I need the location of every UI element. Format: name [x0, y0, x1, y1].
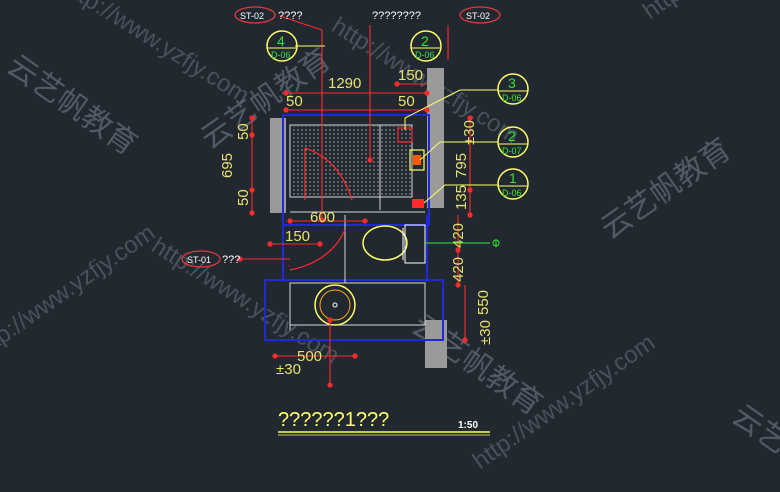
dim-135-text: 135: [453, 185, 470, 210]
tag-center-note[interactable]: ????????: [372, 10, 421, 22]
dim-pm30-left-text: ±30: [276, 361, 301, 378]
bubble-ref: D-06: [502, 188, 522, 198]
dim-pm30-top-text: ±30: [461, 120, 478, 145]
dim-pm30-right-text: ±30: [477, 320, 494, 345]
dim-150-mid-text: 150: [285, 228, 310, 245]
tag-code: ST-01: [187, 255, 211, 265]
bubble-circle-icon: [497, 73, 529, 105]
dim-50-side-bot: 50: [235, 189, 252, 206]
section-bubble-2b[interactable]: 2 D-07: [419, 126, 529, 161]
tag-ellipse: [181, 250, 221, 268]
leader-top-left-h: [279, 15, 323, 31]
watermark-url-4: http://www.yzfjy.com: [0, 219, 160, 365]
drawing-title-block: ??????1??? 1:50: [278, 409, 490, 436]
bubble-circle-icon: [266, 30, 298, 62]
tag-code: ST-02: [240, 11, 264, 21]
bubble-number: 1: [509, 170, 517, 186]
section-bubble-2a[interactable]: 2 D-06: [410, 30, 442, 62]
dim-50-side-top: 50: [235, 123, 252, 140]
plan-interior: [289, 124, 426, 330]
dimension-ticks: [237, 81, 473, 388]
bubble-ref: D-06: [271, 50, 291, 60]
centerline-marker: [425, 239, 500, 247]
tag-text: ???: [222, 254, 240, 266]
toilet-fixture: [362, 224, 426, 264]
section-bubble-4[interactable]: 4 D-06: [266, 30, 325, 62]
orange-fixture: [413, 155, 421, 165]
dimension-lines: [240, 15, 471, 385]
tag-ellipse: [234, 6, 276, 24]
red-fill-block: [412, 199, 424, 208]
red-drawing-lines: [289, 127, 425, 271]
bubble-number: 4: [277, 33, 285, 49]
bubble-number: 2: [508, 128, 516, 144]
section-bubble-1[interactable]: 1 D-06: [423, 168, 529, 204]
bubble-ref: D-07: [502, 146, 522, 156]
bubble-number: 2: [421, 33, 429, 49]
tag-st02-right[interactable]: ST-02: [459, 6, 501, 24]
bubble-number: 3: [508, 75, 516, 91]
toilet-tank: [404, 224, 426, 264]
drawing-title: ??????1???: [278, 409, 389, 431]
dim-695: 695: [219, 153, 236, 178]
watermark-url-5: http://www.yzfjy.com: [468, 329, 660, 475]
wall-right-top: [427, 68, 444, 208]
bubble-circle-icon: [497, 168, 529, 200]
dim-50-left-text: 50: [286, 93, 303, 110]
wall-right-bottom: [425, 320, 447, 368]
tag-text: ????: [278, 10, 302, 22]
dim-50-right-text: 50: [398, 93, 415, 110]
door-swing-arc: [304, 147, 353, 201]
vanity-counter: [289, 282, 426, 326]
plan-outer-lower: [264, 279, 444, 341]
watermark-cn-5: 云艺帆教育: [726, 399, 780, 487]
tag-ellipse: [459, 6, 501, 24]
watermark-url-layer: http://www.yzfjy.com http://www.yzfjy.co…: [0, 0, 780, 475]
door-swing-arc-2: [289, 229, 346, 271]
sink-drain: [332, 302, 338, 308]
bubble-circle-icon: [410, 30, 442, 62]
tag-code: ST-02: [466, 11, 490, 21]
bubble-circle-icon: [497, 126, 529, 158]
dimension-text: 1290 150 50 50 50 695 50 600 150 500 ±30…: [219, 67, 494, 378]
plan-outer-top: [282, 114, 430, 226]
dim-550-text: 550: [475, 290, 492, 315]
dim-500-text: 500: [297, 348, 322, 365]
drawing-scale: 1:50: [458, 420, 478, 431]
fixture-box: [409, 149, 425, 171]
shower-floor-hatch: [291, 126, 411, 196]
sink-fixture: [314, 284, 356, 326]
tag-text: ????????: [372, 10, 421, 22]
watermark-url-6: http://www.yzfjy.com: [638, 0, 780, 25]
dim-1290-text: 1290: [328, 75, 361, 92]
watermark-url-1: http://www.yzfjy.com: [57, 0, 254, 109]
watermark-cn-2: 云艺帆教育: [595, 133, 737, 246]
bubble-ref: D-06: [502, 93, 522, 103]
sink-inner: [319, 289, 351, 321]
dim-150-top-text: 150: [398, 67, 423, 84]
dim-795-text: 795: [453, 153, 470, 178]
bubble-ref: D-06: [415, 50, 435, 60]
plan-outline: [264, 114, 444, 341]
tag-st01[interactable]: ST-01 ???: [181, 250, 240, 268]
watermark-cn-4: 云艺帆教育: [1, 49, 143, 162]
dim-420-top-text: 420: [450, 223, 467, 248]
section-bubble-3[interactable]: 3 D-06: [404, 73, 529, 130]
tag-st02-left[interactable]: ST-02 ????: [234, 6, 302, 24]
dim-600-text: 600: [310, 209, 335, 226]
toilet-bowl: [362, 225, 408, 261]
dim-420-bot-text: 420: [450, 257, 467, 282]
sink-outer: [314, 284, 356, 326]
